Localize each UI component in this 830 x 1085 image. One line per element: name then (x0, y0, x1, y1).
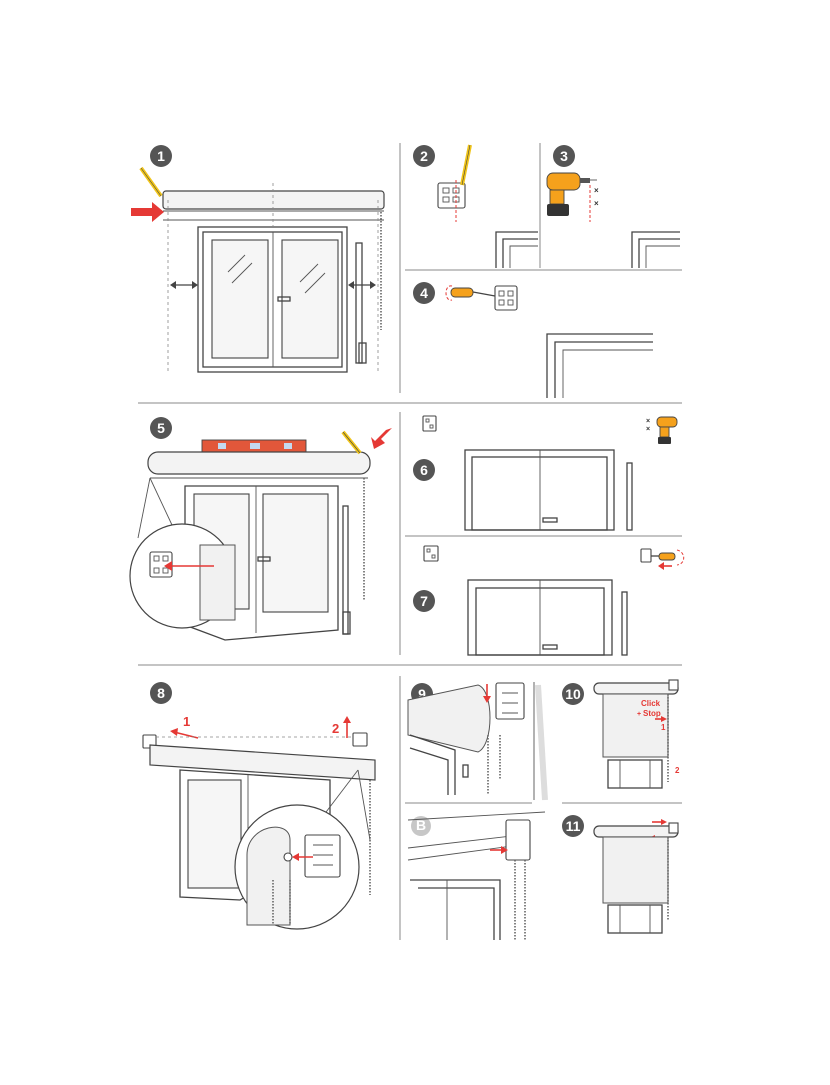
blind-headrail (147, 451, 371, 475)
svg-text:×: × (594, 186, 599, 195)
svg-text:+: + (637, 711, 641, 718)
svg-text:7: 7 (420, 593, 428, 609)
bracket-icon (422, 415, 437, 432)
svg-text:9: 9 (418, 686, 426, 702)
svg-text:4: 4 (420, 285, 428, 301)
panel-step-6: 6 × × (413, 415, 678, 531)
panel-step-11: 11 (562, 815, 679, 934)
spirit-level-icon (201, 439, 307, 453)
blind-headrail (162, 190, 385, 210)
step-badge-2: 2 (413, 145, 435, 167)
window-frame (197, 226, 348, 373)
svg-text:10: 10 (565, 686, 581, 702)
pencil-icon (341, 430, 362, 455)
blind-headrail (593, 825, 679, 838)
bracket-icon (142, 732, 368, 749)
panel-step-3: 3 × × (546, 145, 680, 268)
step-badge-7: 7 (413, 590, 435, 612)
svg-text:11: 11 (566, 818, 581, 834)
step-badge-1: 1 (150, 145, 172, 167)
step-badge-4: 4 (413, 282, 435, 304)
panel-step-2: 2 (413, 144, 538, 268)
svg-text:1: 1 (661, 723, 666, 732)
step-badge-5: 5 (150, 417, 172, 439)
svg-text:×: × (646, 418, 650, 425)
panel-step-5: 5 (129, 417, 392, 641)
panel-step-7: 7 (413, 545, 685, 656)
pencil-icon (460, 144, 472, 186)
screwdriver-icon (445, 285, 496, 301)
panel-step-4: 4 (413, 282, 653, 398)
svg-text:Stop: Stop (643, 709, 661, 718)
svg-text:5: 5 (157, 420, 165, 436)
bracket-icon (437, 182, 466, 209)
step-badge-6: 6 (413, 459, 435, 481)
bracket-icon (423, 545, 439, 562)
blind-fabric (602, 836, 669, 904)
panel-step-1: 1 (131, 145, 385, 373)
step-badge-11: 11 (562, 815, 584, 837)
svg-text:1: 1 (157, 148, 165, 164)
panel-step-9: 9 A (407, 682, 548, 801)
zoom-detail (234, 804, 360, 930)
blind-headrail (149, 744, 376, 781)
bracket-icon (494, 285, 518, 311)
screwdriver-icon (640, 548, 685, 570)
svg-text:6: 6 (420, 462, 428, 478)
svg-text:2: 2 (420, 148, 428, 164)
step-badge-8: 8 (150, 682, 172, 704)
panel-step-9b: B (407, 811, 546, 940)
substep-badge-b: B (411, 816, 431, 836)
step-badge-10: 10 (562, 683, 584, 705)
svg-text:×: × (646, 426, 650, 433)
svg-text:2: 2 (332, 721, 339, 736)
svg-text:×: × (594, 199, 599, 208)
drill-icon (546, 172, 597, 216)
svg-text:1: 1 (183, 714, 190, 729)
drill-icon: × × (646, 416, 678, 444)
step-badge-3: 3 (553, 145, 575, 167)
svg-text:8: 8 (157, 685, 165, 701)
arrow-icon (131, 202, 164, 222)
svg-text:2: 2 (675, 766, 680, 775)
arrow-icon (371, 428, 392, 449)
svg-text:3: 3 (560, 148, 568, 164)
pencil-icon (139, 166, 163, 198)
panel-step-10: 10 Click + Stop 1 2 (562, 679, 680, 789)
zoom-detail (129, 523, 236, 629)
panel-step-8: 8 1 2 (142, 682, 376, 930)
window-frame (464, 449, 633, 531)
svg-text:B: B (416, 817, 426, 833)
blind-headrail (593, 682, 679, 695)
panel-separators (138, 143, 682, 940)
window-frame (467, 579, 628, 656)
svg-text:Click: Click (641, 699, 661, 708)
